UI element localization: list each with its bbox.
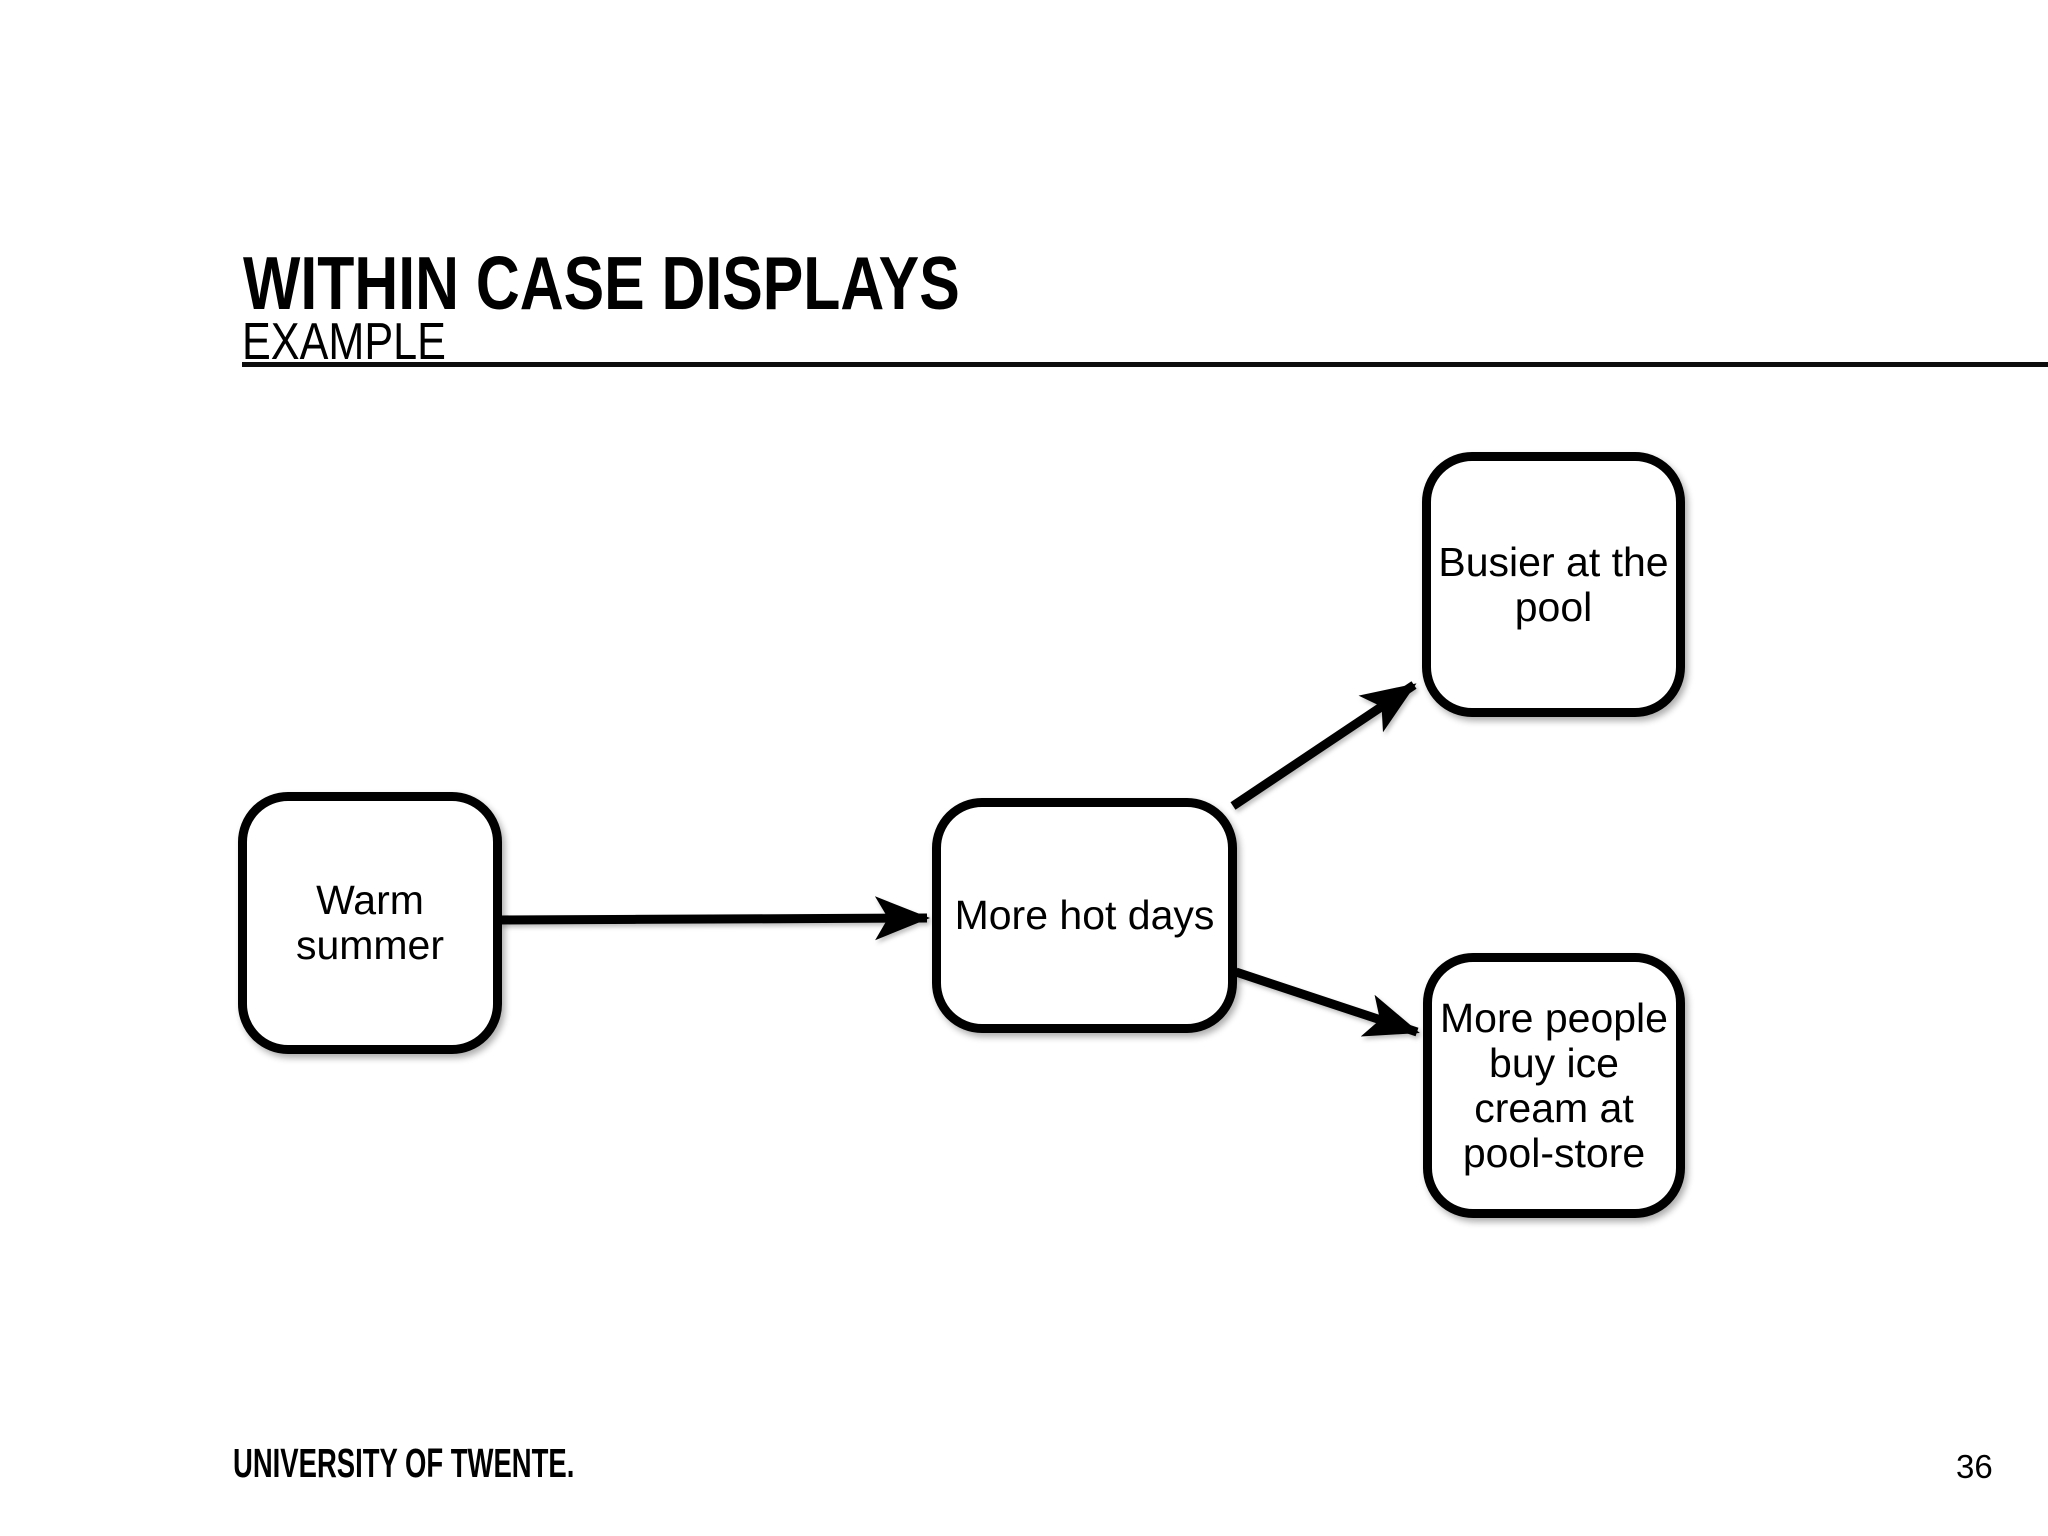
footer-university-brand: UNIVERSITY OF TWENTE. <box>233 1440 575 1486</box>
node-busier-at-the-pool-label: Busier at the pool <box>1438 538 1669 630</box>
node-more-hot-days-label: More hot days <box>954 892 1215 938</box>
edge-more-hot-days-to-busier-at-the-pool <box>1230 681 1417 810</box>
node-busier-at-the-pool: Busier at the pool <box>1422 452 1685 717</box>
node-warm-summer: Warm summer <box>238 792 502 1054</box>
edge-warm-summer-to-more-hot-days <box>499 896 930 941</box>
title-divider-line <box>242 362 2048 367</box>
node-warm-summer-label: Warm summer <box>295 877 445 968</box>
edge-more-hot-days-to-more-people-buy-ice-cream <box>1234 967 1420 1037</box>
node-more-hot-days: More hot days <box>932 798 1237 1033</box>
page-number: 36 <box>1956 1448 1993 1485</box>
node-more-people-buy-ice-cream-label: More people buy ice cream at pool-store <box>1440 994 1668 1176</box>
slide-subtitle: EXAMPLE <box>242 313 446 372</box>
slide-title: WITHIN CASE DISPLAYS <box>243 241 960 326</box>
node-more-people-buy-ice-cream: More people buy ice cream at pool-store <box>1423 953 1685 1218</box>
